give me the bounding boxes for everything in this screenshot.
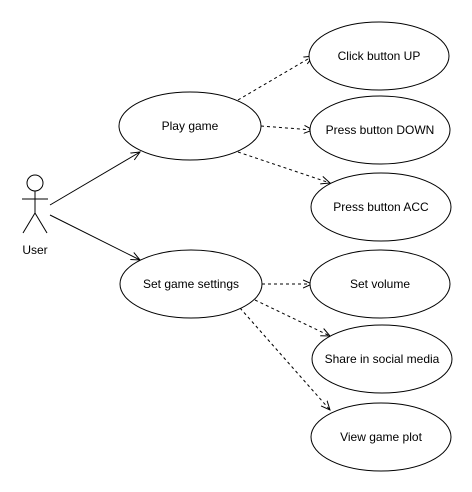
use-case-set-volume-label: Set volume [350, 277, 410, 291]
actor-right-leg [34, 212, 48, 234]
actor-label: User [22, 243, 47, 257]
use-case-view-game-plot-label: View game plot [340, 430, 422, 444]
use-case-set-game-settings: Set game settings [119, 249, 263, 319]
use-case-play-game: Play game [118, 91, 262, 161]
use-case-click-button-up-label: Click button UP [338, 49, 421, 63]
use-case-set-volume: Set volume [309, 249, 451, 319]
use-case-play-game-label: Play game [162, 119, 219, 133]
association-user-play-game [49, 152, 140, 206]
actor-user: User [22, 174, 48, 257]
actor-left-leg [22, 212, 36, 234]
use-case-view-game-plot: View game plot [310, 402, 452, 472]
dependency-play-game-press-button-acc [237, 151, 330, 183]
use-case-press-button-down-label: Press button DOWN [326, 123, 435, 137]
dependency-play-game-click-button-up [237, 56, 313, 101]
dependency-play-game-press-button-down [260, 126, 313, 130]
use-case-click-button-up: Click button UP [308, 21, 450, 91]
use-case-share-in-social-media: Share in social media [311, 324, 453, 394]
actor-head [26, 174, 44, 192]
use-case-set-game-settings-label: Set game settings [143, 277, 239, 291]
dependency-settings-share-in-social-media [254, 299, 330, 336]
use-case-share-in-social-media-label: Share in social media [325, 352, 440, 366]
use-case-press-button-acc: Press button ACC [310, 172, 452, 242]
dependency-settings-view-game-plot [239, 307, 330, 410]
use-case-press-button-down: Press button DOWN [309, 95, 451, 165]
use-case-press-button-acc-label: Press button ACC [333, 200, 429, 214]
association-user-set-game-settings [49, 214, 140, 260]
